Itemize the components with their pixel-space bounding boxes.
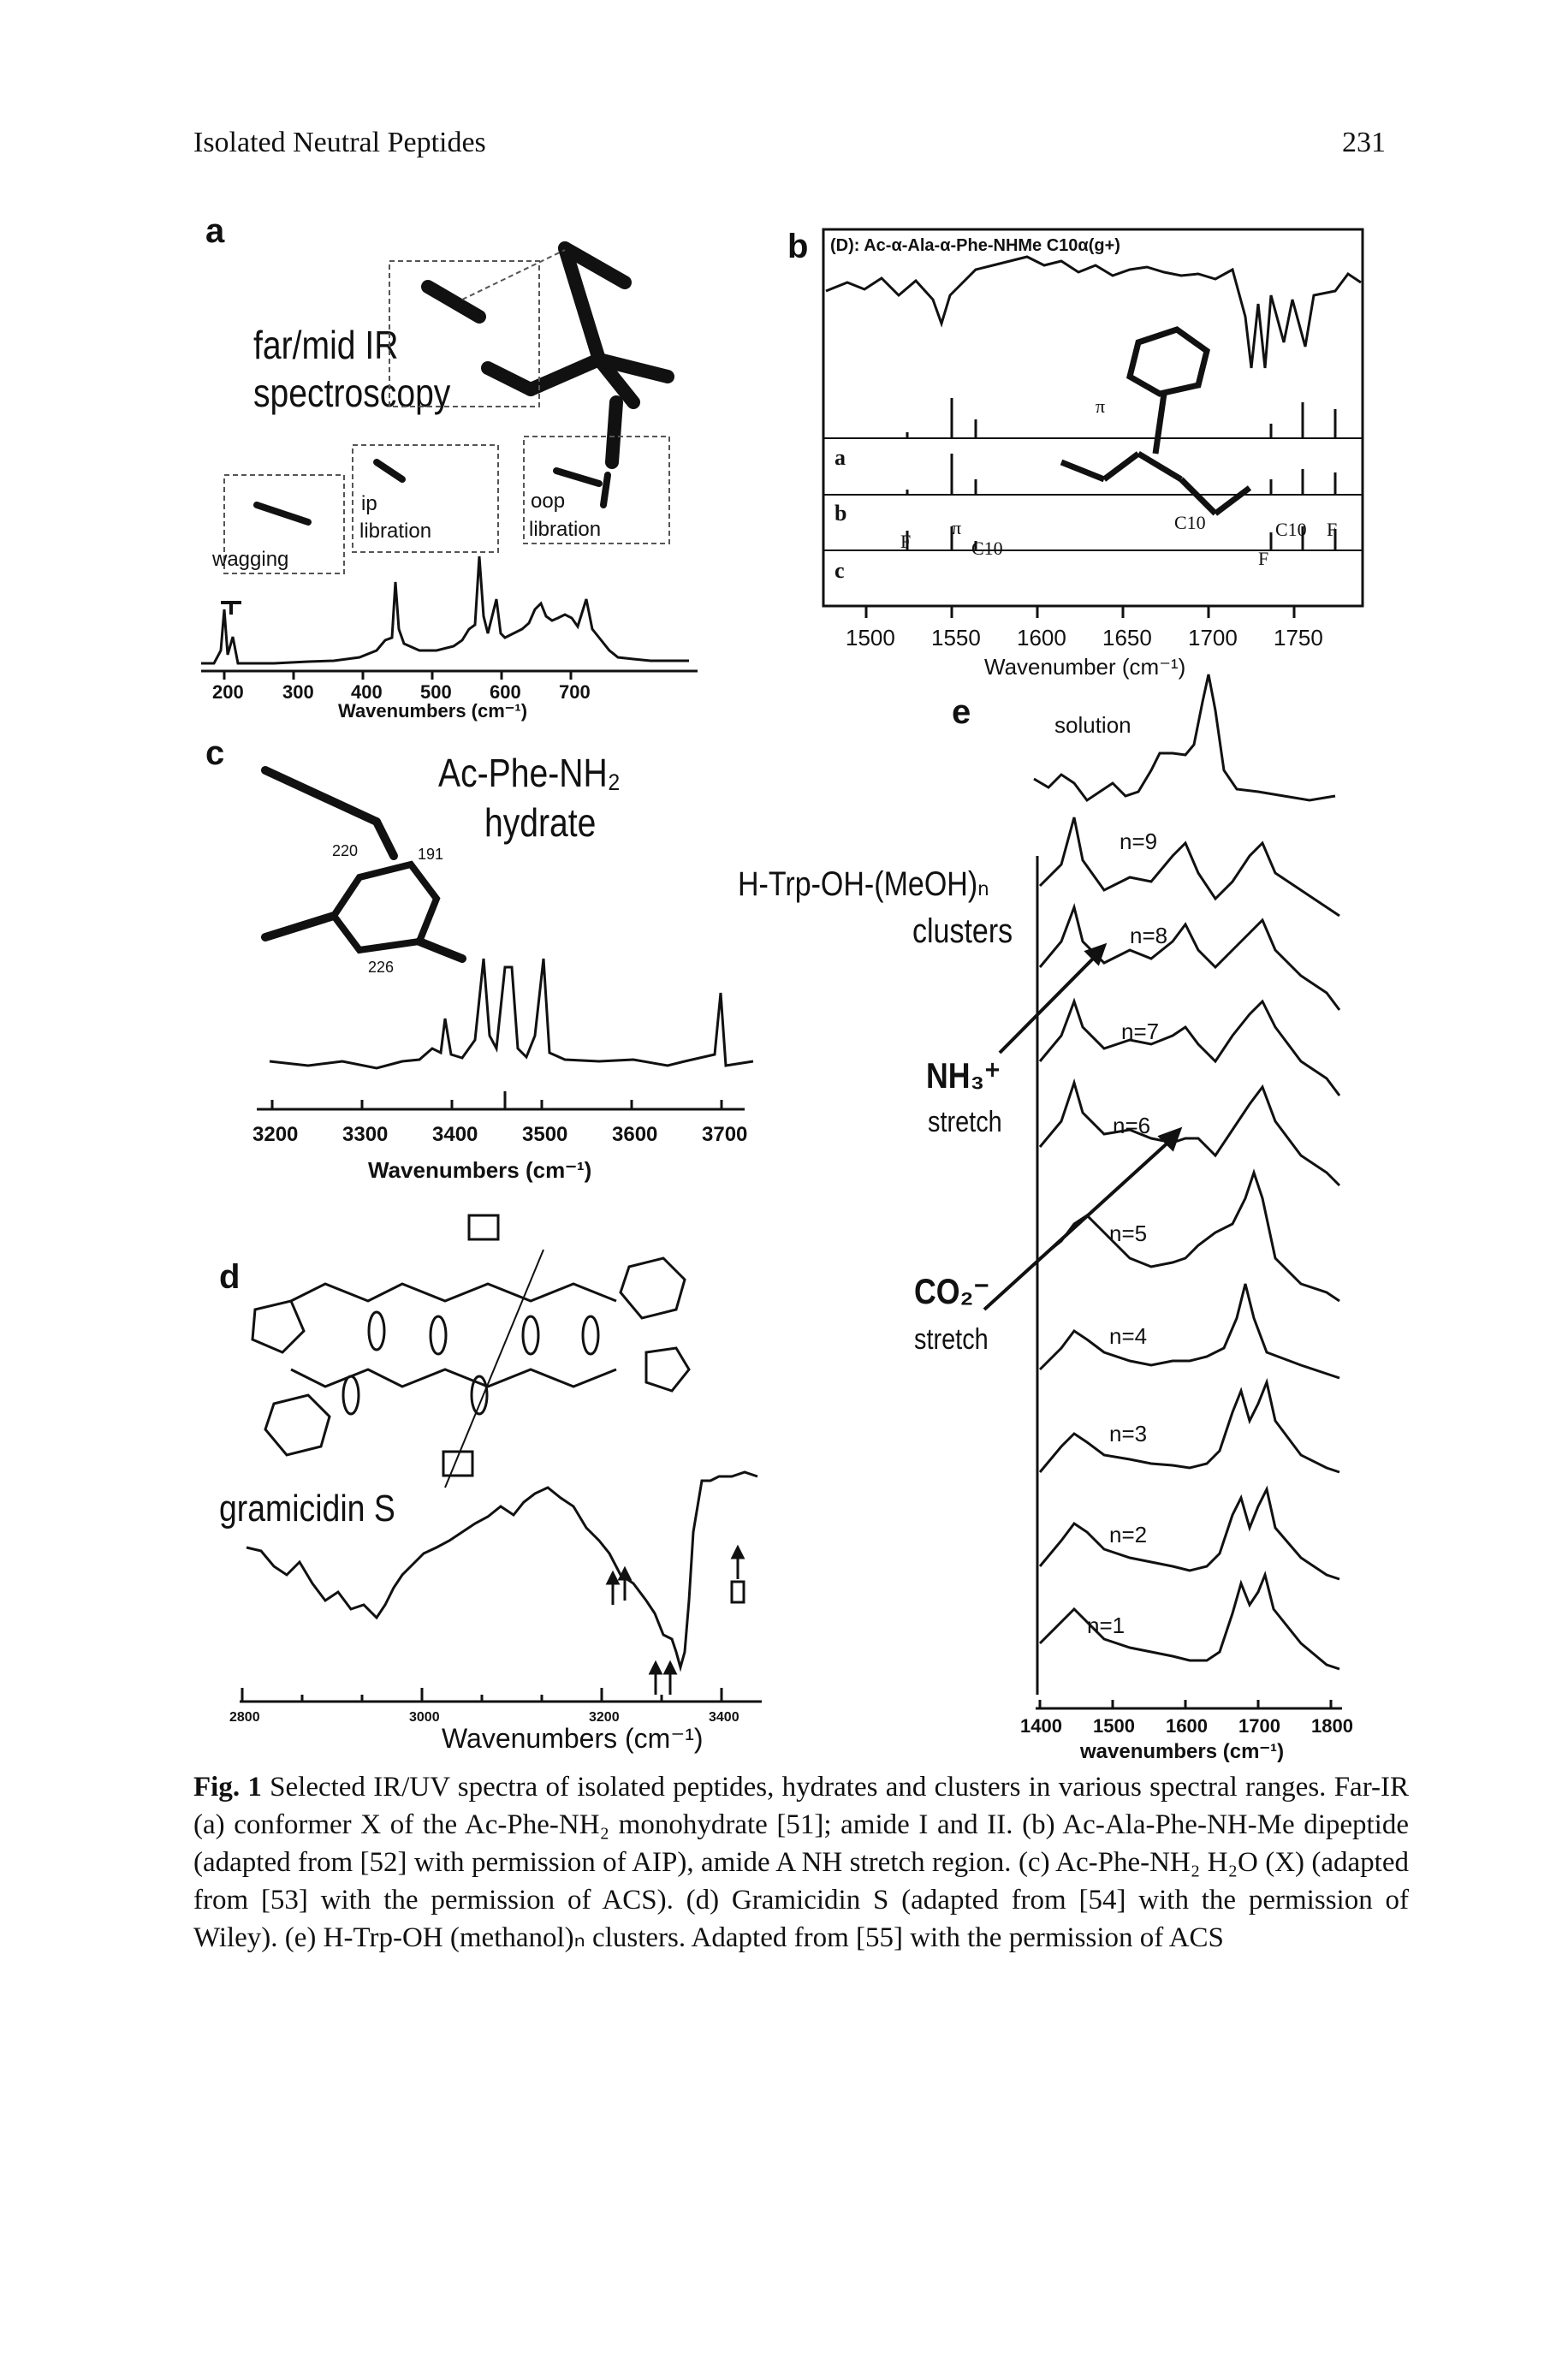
panel-e-trace-label: n=6 xyxy=(1113,1113,1151,1138)
panel-d-tick: 2800 xyxy=(229,1710,260,1725)
panel-c-title-line1: Ac-Phe-NH₂ xyxy=(438,751,621,795)
panel-e-xlabel: wavenumbers (cm⁻¹) xyxy=(1080,1740,1285,1763)
panel-a-letter: a xyxy=(205,212,225,250)
panel-e-tick: 1400 xyxy=(1020,1715,1062,1737)
panel-a-molecule xyxy=(421,241,674,469)
panel-c-title-line2: hydrate xyxy=(484,800,597,845)
panel-e-cluster-traces xyxy=(1038,817,1341,1671)
panel-b-xlabel: Wavenumber (cm⁻¹) xyxy=(984,654,1186,680)
panel-d-molecule xyxy=(251,1214,691,1477)
panel-b-annot-F: F xyxy=(900,531,912,552)
panel-e-trace-label: n=5 xyxy=(1109,1221,1148,1246)
panel-c-distance: 220 xyxy=(332,842,359,859)
panel-c-xlabel: Wavenumbers (cm⁻¹) xyxy=(368,1157,592,1183)
panel-d-letter: d xyxy=(219,1258,241,1296)
panel-a-xlabel: Wavenumbers (cm⁻¹) xyxy=(338,700,528,722)
panel-a-tick: 400 xyxy=(351,681,383,703)
panel-c-tick: 3700 xyxy=(702,1123,748,1146)
panel-b-letter: b xyxy=(787,228,809,265)
panel-d-tick: 3400 xyxy=(709,1710,739,1725)
panel-c-tick: 3300 xyxy=(342,1123,389,1146)
panel-b-tick: 1750 xyxy=(1274,625,1323,650)
panel-e-nh3-line1: NH₃⁺ xyxy=(926,1055,1001,1096)
panel-e-trace-label: n=1 xyxy=(1087,1613,1126,1638)
panel-b-molecule xyxy=(1060,326,1252,516)
panel-b-annot-C10-2: C10 xyxy=(1174,512,1206,533)
panel-a-label-libration-1: libration xyxy=(359,520,432,543)
panel-d-title: gramicidin S xyxy=(219,1488,395,1530)
panel-b-row-label: c xyxy=(834,558,845,583)
panel-b-annot-C10: C10 xyxy=(971,538,1003,559)
panel-e-tick: 1800 xyxy=(1311,1715,1353,1737)
panel-b-tick: 1650 xyxy=(1102,625,1152,650)
panel-a-label-wagging: wagging xyxy=(212,548,289,571)
panel-b-annot-pi-2: π xyxy=(1096,395,1106,417)
panel-a-title-line2: spectroscopy xyxy=(253,371,451,415)
panel-c-distance: 191 xyxy=(418,846,444,863)
panel-d-tick: 3200 xyxy=(589,1710,620,1725)
panel-b-tick: 1500 xyxy=(846,625,895,650)
panel-d-tick: 3000 xyxy=(409,1710,440,1725)
panel-c-tick: 3400 xyxy=(432,1123,478,1146)
panel-e-nh3-line2: stretch xyxy=(928,1106,1002,1138)
panel-c-letter: c xyxy=(205,734,225,772)
figure-caption: Fig. 1 Selected IR/UV spectra of isolate… xyxy=(193,1768,1409,1957)
panel-a-tick: 700 xyxy=(559,681,591,703)
caption-text: Selected IR/UV spectra of isolated pepti… xyxy=(193,1772,1410,1953)
panel-b-tick: 1700 xyxy=(1188,625,1238,650)
panel-b-annot-C10-3: C10 xyxy=(1275,519,1307,540)
panel-b-annot-pi: π xyxy=(952,517,962,538)
panel-e-tick: 1500 xyxy=(1093,1715,1135,1737)
panel-b-annot-F-3: F xyxy=(1258,548,1269,569)
panel-e-letter: e xyxy=(952,693,971,731)
panel-c-tick: 3200 xyxy=(252,1123,299,1146)
panel-a-tick: 600 xyxy=(490,681,521,703)
panel-a-title-line1: far/mid IR xyxy=(253,323,399,367)
panel-e-trace-label: n=3 xyxy=(1109,1421,1148,1446)
panel-e-co2-line1: CO₂⁻ xyxy=(914,1271,990,1311)
panel-e-trace-label: n=9 xyxy=(1120,829,1158,854)
panel-b-row-label: b xyxy=(834,501,847,526)
page-number: 231 xyxy=(1342,127,1386,158)
panel-e-cluster-line2: clusters xyxy=(912,912,1013,950)
panel-b-tick: 1550 xyxy=(931,625,981,650)
panel-e-trace-label: n=8 xyxy=(1130,923,1168,948)
panel-b-tick: 1600 xyxy=(1017,625,1066,650)
panel-a-tick: 500 xyxy=(420,681,452,703)
panel-e-trace-label: n=2 xyxy=(1109,1522,1148,1547)
panel-e-tick: 1600 xyxy=(1166,1715,1208,1737)
panel-e-trace-label: n=4 xyxy=(1109,1323,1148,1349)
panel-e-top-label: solution xyxy=(1054,712,1131,738)
panel-b-annot-F-2: F xyxy=(1327,519,1338,540)
panel-e-tick: 1700 xyxy=(1238,1715,1280,1737)
panel-e-trace-label: n=7 xyxy=(1121,1019,1160,1044)
panel-a-label-oop: oop xyxy=(531,490,566,513)
panel-a-label-ip: ip xyxy=(361,492,377,515)
panel-c-tick: 3600 xyxy=(612,1123,658,1146)
panel-a-label-libration-2: libration xyxy=(529,518,602,541)
running-title: Isolated Neutral Peptides xyxy=(193,127,486,158)
panel-b-row-label: a xyxy=(834,445,846,470)
panel-c-distance: 226 xyxy=(368,959,395,976)
panel-b-inset-title: (D): Ac-α-Ala-α-Phe-NHMe C10α(g+) xyxy=(830,236,1120,255)
panel-e-cluster-line1: H-Trp-OH-(MeOH)ₙ xyxy=(738,865,989,903)
panel-e-co2-line2: stretch xyxy=(914,1323,989,1356)
panel-c-tick: 3500 xyxy=(522,1123,568,1146)
caption-label: Fig. 1 xyxy=(193,1772,262,1803)
panel-a-tick: 200 xyxy=(212,681,244,703)
panel-a-tick: 300 xyxy=(282,681,314,703)
panel-c-molecule xyxy=(261,766,466,963)
panel-d-xlabel: Wavenumbers (cm⁻¹) xyxy=(442,1723,704,1754)
